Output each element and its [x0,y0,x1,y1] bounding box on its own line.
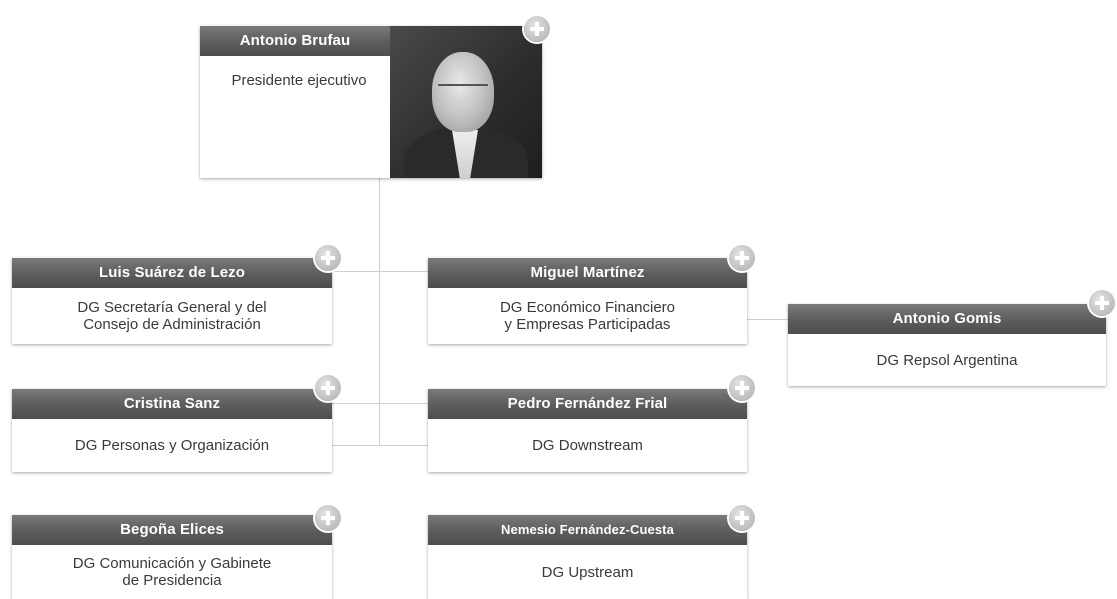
org-node-elices[interactable]: Begoña Elices DG Comunicación y Gabinete… [12,515,332,599]
connector-row3 [332,445,428,446]
connector-trunk [379,178,380,445]
node-title: DG Personas y Organización [74,437,270,454]
portrait-face-shape [432,52,494,132]
expand-plus-icon[interactable] [729,375,755,401]
portrait-glasses-shape [438,84,488,98]
org-node-sanz[interactable]: Cristina Sanz DG Personas y Organización [12,389,332,472]
node-name: Antonio Brufau [200,26,390,56]
expand-plus-icon[interactable] [524,16,550,42]
org-node-martinez[interactable]: Miguel Martínez DG Económico Financiero … [428,258,747,344]
node-title: DG Secretaría General y del Consejo de A… [77,299,267,333]
node-title: DG Upstream [541,563,634,581]
node-title: DG Repsol Argentina [876,351,1018,369]
portrait-photo [390,26,542,178]
node-name: Cristina Sanz [12,389,332,419]
connector-row1 [332,271,428,272]
expand-plus-icon[interactable] [729,245,755,271]
org-node-root[interactable]: Antonio Brufau Presidente ejecutivo [200,26,542,178]
org-node-gomis[interactable]: Antonio Gomis DG Repsol Argentina [788,304,1106,386]
org-node-fernandez-frial[interactable]: Pedro Fernández Frial DG Downstream [428,389,747,472]
expand-plus-icon[interactable] [315,375,341,401]
connector-far-right [747,319,788,320]
expand-plus-icon[interactable] [1089,290,1115,316]
expand-plus-icon[interactable] [315,245,341,271]
org-node-suarez-de-lezo[interactable]: Luis Suárez de Lezo DG Secretaría Genera… [12,258,332,344]
node-name: Nemesio Fernández-Cuesta [428,515,747,545]
org-node-fernandez-cuesta[interactable]: Nemesio Fernández-Cuesta DG Upstream [428,515,747,599]
node-title: DG Económico Financiero y Empresas Parti… [499,299,676,333]
expand-plus-icon[interactable] [729,505,755,531]
node-name: Begoña Elices [12,515,332,545]
node-name: Miguel Martínez [428,258,747,288]
expand-plus-icon[interactable] [315,505,341,531]
connector-row2 [332,403,428,404]
node-name: Pedro Fernández Frial [428,389,747,419]
node-title: DG Downstream [532,437,643,454]
node-title: Presidente ejecutivo [231,72,367,89]
node-name: Luis Suárez de Lezo [12,258,332,288]
node-name: Antonio Gomis [788,304,1106,334]
node-title: DG Comunicación y Gabinete de Presidenci… [72,555,272,589]
